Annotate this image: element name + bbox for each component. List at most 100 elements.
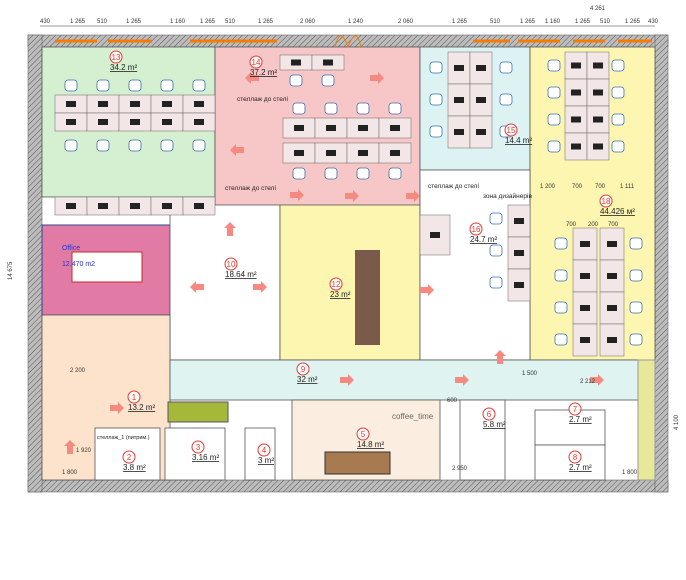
direction-arrow-icon (406, 190, 420, 202)
room-area: 2.7 m² (569, 463, 592, 472)
dimension-label: 1 265 (625, 19, 641, 25)
dimension-label-right: 4 100 (674, 414, 680, 430)
dimension-label: 2 060 (300, 19, 316, 25)
direction-arrow-icon (230, 144, 244, 156)
chair-icon (96, 139, 110, 152)
direction-arrow-icon (224, 222, 236, 236)
monitor-icon (607, 305, 617, 311)
chair-icon (547, 86, 561, 99)
chair-icon (611, 113, 625, 126)
direction-arrow-icon (290, 189, 304, 201)
dimension-label: 430 (40, 19, 51, 25)
chair-icon (128, 79, 142, 92)
chair-icon (64, 79, 78, 92)
room-number-circle (568, 450, 582, 464)
room-area: 37.2 m² (250, 68, 277, 77)
dimension-label: 1 800 (62, 470, 78, 476)
room-10 (169, 204, 281, 361)
monitor-icon (580, 305, 590, 311)
room-area: 14.4 m² (505, 136, 532, 145)
chair-icon (611, 140, 625, 153)
windows (55, 35, 652, 48)
room-number: 5 (361, 430, 366, 439)
chair-icon (554, 269, 568, 282)
outer-walls (27, 34, 669, 493)
monitor-icon (130, 203, 140, 209)
monitor-icon (66, 101, 76, 107)
dimension-label: 700 (566, 222, 577, 228)
room-label-1: 113.2 m² (127, 390, 155, 412)
room-number-circle (356, 427, 370, 441)
room-number: 18 (602, 197, 611, 206)
office-room-name: Office (62, 245, 80, 252)
room-number-circle (109, 50, 123, 64)
monitor-icon (580, 241, 590, 247)
chair-icon (160, 139, 174, 152)
room-number-circle (504, 123, 518, 137)
monitor-icon (358, 150, 368, 156)
monitor-icon (454, 97, 464, 103)
room-fill (169, 359, 641, 401)
chair-icon (547, 113, 561, 126)
monitor-icon (476, 65, 486, 71)
direction-arrow-icon (340, 374, 354, 386)
room-number-circle (482, 407, 496, 421)
room-number: 12 (332, 280, 341, 289)
room-number-circle (127, 390, 141, 404)
dimension-label: 2 950 (452, 466, 468, 472)
room-number: 1 (132, 393, 137, 402)
chair-icon (356, 167, 370, 180)
sofa (167, 401, 229, 423)
dimension-label: 1 265 (70, 19, 86, 25)
room-area: 2.7 m² (569, 415, 592, 424)
chair-icon (629, 301, 643, 314)
direction-arrow-icon (494, 350, 506, 364)
room-number-circle (568, 402, 582, 416)
cabinet (637, 359, 656, 481)
direction-arrow-icon (345, 190, 359, 202)
room-number-circle (191, 440, 205, 454)
room-area: 34.2 m² (110, 63, 137, 72)
room-3 (164, 427, 226, 481)
chair-icon (554, 333, 568, 346)
room-area: 24.7 m² (470, 235, 497, 244)
chair-icon (292, 102, 306, 115)
room-area: 44.426 м² (600, 207, 635, 216)
direction-arrow-icon (455, 374, 469, 386)
dimension-label: 1 920 (76, 448, 92, 454)
chair-icon (324, 102, 338, 115)
room-number: 14 (252, 58, 261, 67)
chair-icon (356, 102, 370, 115)
monitor-icon (130, 101, 140, 107)
note-shelf-1: стеллаж до стелі (225, 184, 276, 192)
room-number: 9 (301, 365, 306, 374)
monitor-icon (514, 282, 524, 288)
room-label-4: 43 m² (257, 443, 274, 465)
dimension-label: 1 800 (622, 470, 638, 476)
coffee-table (324, 451, 391, 475)
chair-icon (64, 139, 78, 152)
monitor-icon (194, 101, 204, 107)
room-label-7: 72.7 m² (568, 402, 592, 424)
room-label-3: 33.16 m² (191, 440, 219, 462)
chair-icon (629, 269, 643, 282)
chair-icon (292, 167, 306, 180)
monitor-icon (162, 119, 172, 125)
room-area: 3.8 m² (123, 463, 146, 472)
monitor-icon (593, 62, 603, 69)
dimension-label: 510 (225, 19, 236, 25)
room-label-6: 65.8 m² (482, 407, 506, 429)
room-area: 14.8 m² (357, 440, 384, 449)
chair-icon (321, 74, 335, 87)
room-fill (169, 204, 281, 361)
direction-arrow-icon (370, 72, 384, 84)
chair-icon (128, 139, 142, 152)
furniture-layer (54, 51, 656, 481)
direction-arrow-icon (590, 374, 604, 386)
room-label-8: 82.7 m² (568, 450, 592, 472)
